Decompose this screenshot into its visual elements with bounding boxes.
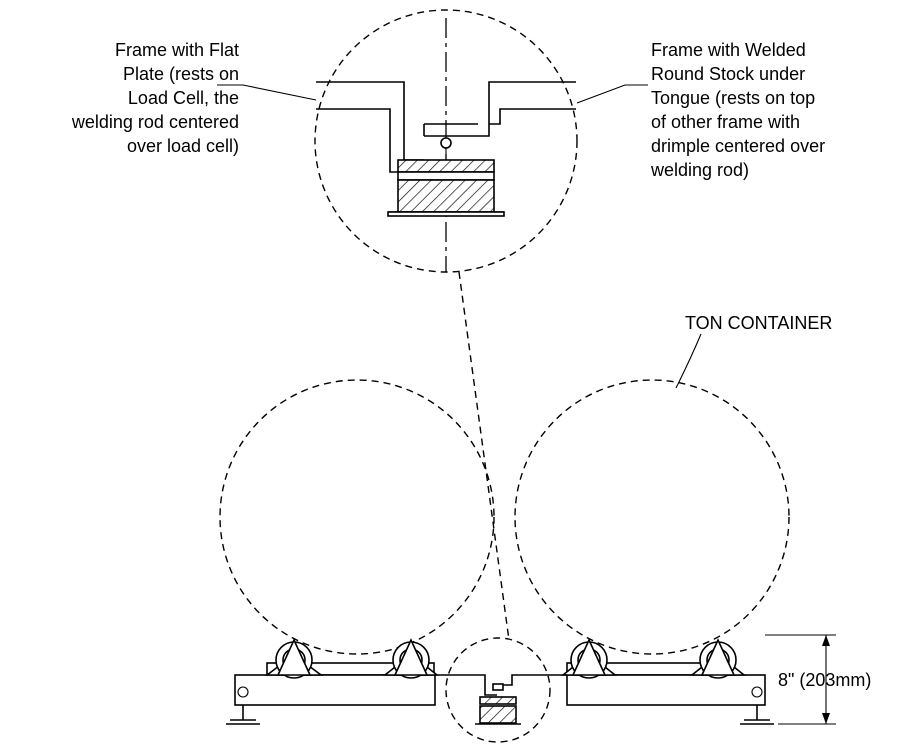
left-roller-2: [382, 638, 440, 679]
left-callout-line-5: over load cell): [127, 136, 239, 156]
left-frame: [226, 638, 440, 725]
svg-text:Frame with Welded: Frame with Welded: [651, 40, 806, 60]
right-callout-line-4: of other frame with: [651, 112, 800, 132]
right-callout-line-6: welding rod): [650, 160, 749, 180]
welding-rod: [440, 137, 452, 149]
ton-container-leader: [675, 333, 702, 389]
detail-view: [314, 9, 578, 273]
left-roller-1: [264, 638, 324, 679]
left-callout-line-3: Load Cell, the: [128, 88, 239, 108]
svg-text:Round Stock under: Round Stock under: [651, 64, 805, 84]
svg-text:Load Cell, the: Load Cell, the: [128, 88, 239, 108]
right-callout-line-5: drimple centered over: [651, 136, 825, 156]
left-callout: Frame with Flat Plate (rests on Load Cel…: [71, 40, 317, 156]
ton-container-label: TON CONTAINER: [685, 313, 832, 333]
svg-text:Tongue (rests on top: Tongue (rests on top: [651, 88, 815, 108]
height-dimension: 8" (203mm): [765, 634, 871, 725]
left-callout-leader: [217, 84, 317, 101]
left-callout-line-4: welding rod centered: [71, 112, 239, 132]
right-frame-round-stock: [423, 81, 576, 137]
right-callout: Frame with Welded Round Stock under Tong…: [576, 40, 825, 180]
left-frame-flat-plate: [316, 81, 425, 173]
svg-text:over load cell): over load cell): [127, 136, 239, 156]
junction-detail-circle: [445, 637, 551, 743]
ton-container-left: [219, 379, 495, 655]
detail-leader: [458, 271, 510, 641]
right-callout-line-2: Round Stock under: [651, 64, 805, 84]
right-frame: [560, 638, 774, 725]
ton-container-right: [514, 379, 790, 655]
left-callout-line-2: Plate (rests on: [123, 64, 239, 84]
right-callout-line-1: Frame with Welded: [651, 40, 806, 60]
svg-text:of other frame with: of other frame with: [651, 112, 800, 132]
left-callout-line-1: Frame with Flat: [115, 40, 239, 60]
svg-text:Plate (rests on: Plate (rests on: [123, 64, 239, 84]
right-callout-line-3: Tongue (rests on top: [651, 88, 815, 108]
right-roller-1: [560, 638, 618, 679]
svg-text:welding rod centered: welding rod centered: [71, 112, 239, 132]
svg-text:Frame with Flat: Frame with Flat: [115, 40, 239, 60]
right-roller-2: [689, 638, 747, 679]
load-cell: [387, 159, 505, 217]
svg-text:drimple centered over: drimple centered over: [651, 136, 825, 156]
svg-text:welding rod): welding rod): [650, 160, 749, 180]
center-junction: [435, 674, 567, 725]
right-callout-leader: [576, 84, 648, 104]
height-dimension-label: 8" (203mm): [778, 670, 871, 690]
